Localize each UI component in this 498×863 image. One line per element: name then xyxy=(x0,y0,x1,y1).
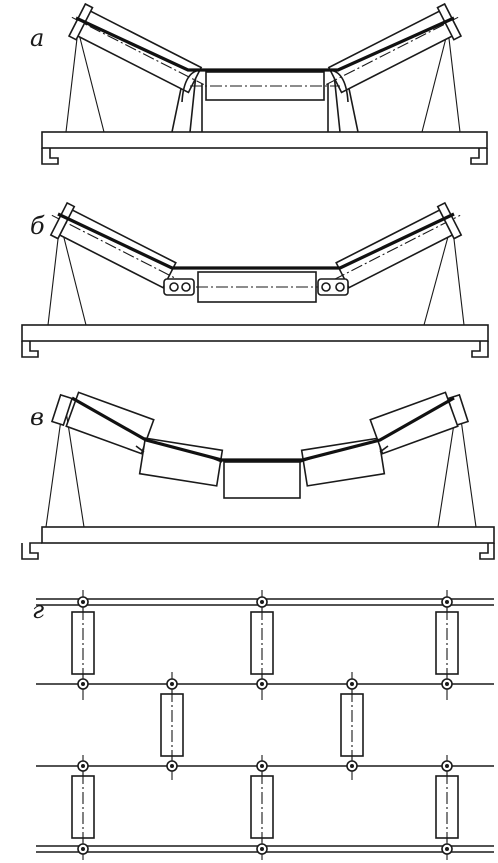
right-roller-a xyxy=(326,2,463,94)
plan-idler-row-1 xyxy=(71,590,459,700)
staggered-idler-layout xyxy=(36,590,494,860)
troughed-idler-b xyxy=(21,201,489,358)
label-a: а xyxy=(30,24,45,52)
base-beam-a xyxy=(41,131,488,149)
belt-a xyxy=(75,16,455,72)
base-beam-v xyxy=(41,526,495,544)
label-b: б xyxy=(30,212,45,240)
right-strut-a xyxy=(421,29,461,133)
base-foot-left-b xyxy=(21,341,39,358)
base-foot-right-b xyxy=(471,341,489,358)
hinge-left-b xyxy=(163,278,195,296)
hinge-right-b xyxy=(317,278,349,296)
base-foot-left-v xyxy=(21,542,42,560)
left-strut-a xyxy=(65,29,105,133)
base-foot-right-v xyxy=(479,543,495,560)
troughed-idler-a xyxy=(41,2,488,165)
label-g: г xyxy=(32,596,45,624)
base-beam-b xyxy=(21,324,489,342)
base-foot-right-a xyxy=(470,148,488,165)
end-cap-left-v xyxy=(50,393,74,427)
belt-b xyxy=(57,212,455,270)
plan-idler-row-3 xyxy=(71,755,459,860)
roller-3-v xyxy=(223,461,301,499)
plan-idler-row-2 xyxy=(160,672,364,780)
troughed-idler-v xyxy=(21,391,495,560)
belt-v xyxy=(71,396,455,462)
base-foot-left-a xyxy=(41,148,59,165)
label-v: в xyxy=(30,403,44,431)
roller-2-v xyxy=(138,437,224,487)
roller-4-v xyxy=(300,437,386,487)
left-roller-a xyxy=(67,2,204,94)
